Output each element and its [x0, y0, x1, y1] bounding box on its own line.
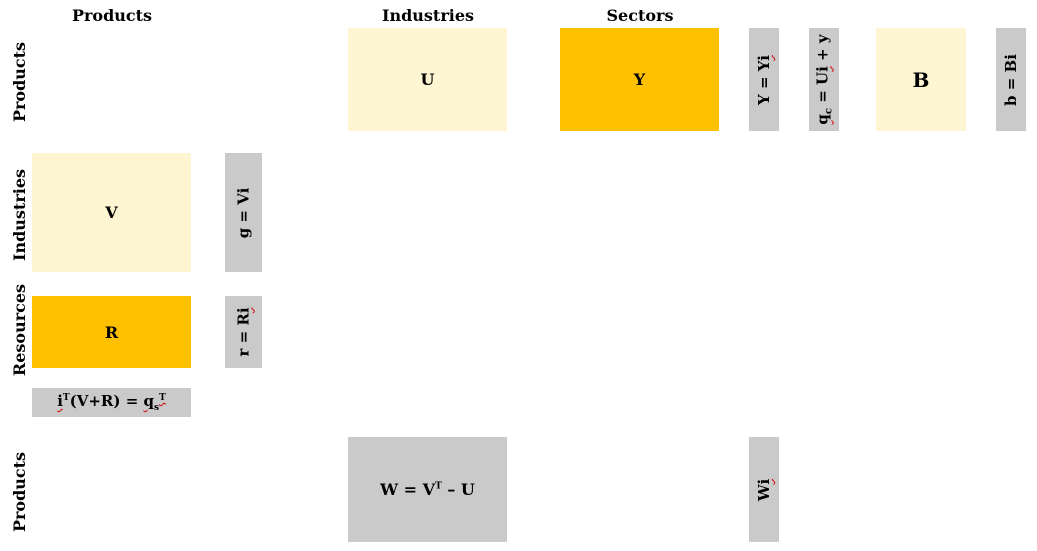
r-equation: r = Ri: [234, 307, 253, 357]
matrix-W: W = VT – U: [348, 437, 507, 542]
supply-sum-equation-box: iT(V+R) = qsT: [32, 388, 191, 417]
resource-vector-r: r = Ri: [225, 296, 262, 368]
make-matrix-label: V: [105, 203, 118, 222]
product-output-vector-qc: qc = Ui + y: [809, 28, 839, 131]
qc-equation: qc = Ui + y: [813, 34, 835, 125]
matrix-B-label: B: [912, 67, 930, 92]
industry-output-vector-g: g = Vi: [225, 153, 262, 272]
final-demand-vector-y: Y = Yi: [749, 28, 779, 131]
use-matrix-U: U: [348, 28, 507, 131]
supply-sum-equation: iT(V+R) = qsT: [57, 392, 166, 413]
vector-Wi: Wi: [749, 437, 779, 542]
W-equation: W = VT – U: [380, 480, 475, 499]
row-label-products-top: Products: [10, 41, 29, 123]
make-matrix-V: V: [32, 153, 191, 272]
Wi-label: Wi: [754, 478, 773, 501]
header-products: Products: [71, 6, 153, 25]
vector-b: b = Bi: [996, 28, 1026, 131]
row-label-products-bottom: Products: [10, 451, 29, 533]
resource-matrix-label: R: [104, 322, 119, 342]
g-equation: g = Vi: [234, 187, 253, 238]
matrix-B: B: [876, 28, 966, 131]
row-label-resources: Resources: [10, 283, 29, 377]
b-equation: b = Bi: [1002, 53, 1021, 106]
use-matrix-label: U: [420, 70, 435, 89]
resource-matrix-R: R: [32, 296, 191, 368]
header-industries: Industries: [381, 6, 475, 25]
header-sectors: Sectors: [606, 6, 674, 25]
final-demand-label: Y: [633, 70, 646, 89]
final-demand-matrix-Y: Y: [560, 28, 719, 131]
y-equation: Y = Yi: [755, 54, 773, 105]
row-label-industries: Industries: [10, 168, 29, 262]
